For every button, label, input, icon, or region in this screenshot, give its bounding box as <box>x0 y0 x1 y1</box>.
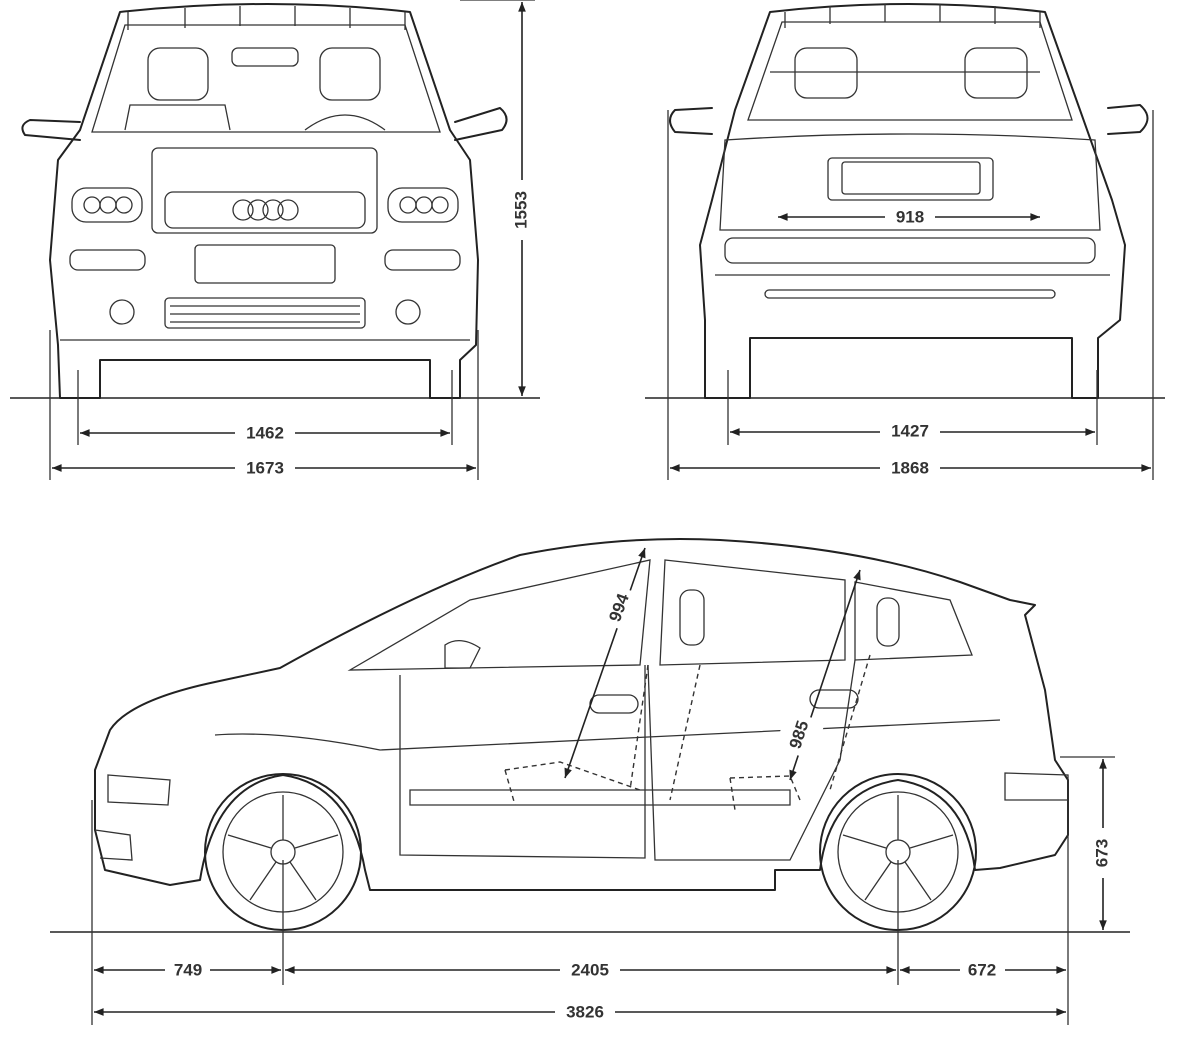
mirror-width-label: 1868 <box>891 458 929 477</box>
front-overhang-label: 749 <box>174 960 202 979</box>
audi-rings-logo <box>232 199 299 221</box>
wheelbase-label: 2405 <box>571 960 609 979</box>
loading-width-label: 918 <box>896 207 924 226</box>
front-overall-width-label: 1673 <box>246 458 284 477</box>
overall-length-label: 3826 <box>566 1002 604 1021</box>
rear-view: 918 1427 1868 <box>645 3 1165 480</box>
front-view: 1462 1673 1553 <box>10 0 540 480</box>
front-track-width-label: 1462 <box>246 423 284 442</box>
height-label: 1553 <box>511 191 530 229</box>
side-view: 994 985 673 749 2405 672 3826 <box>50 538 1130 1025</box>
rear-track-label: 1427 <box>891 421 929 440</box>
sill-height-label: 673 <box>1092 839 1111 867</box>
rear-overhang-label: 672 <box>968 960 996 979</box>
